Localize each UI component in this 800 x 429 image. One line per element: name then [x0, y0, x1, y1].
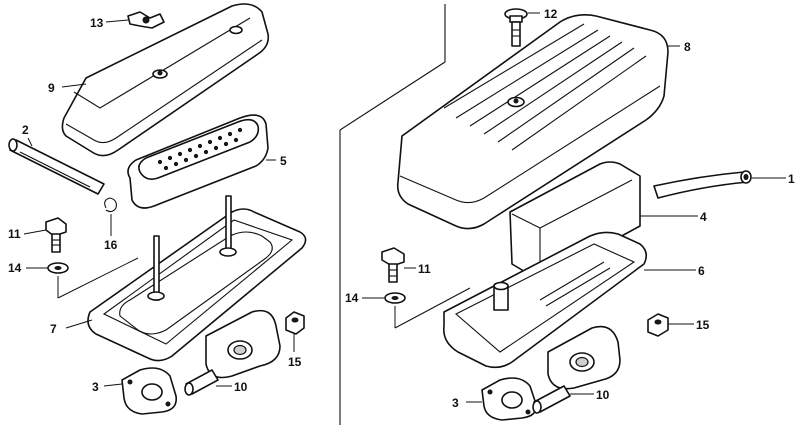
nut-15	[285, 311, 305, 335]
callout-13: 13	[90, 16, 104, 30]
air-cleaner-case-7	[87, 195, 307, 379]
callout-11-right: 11	[418, 262, 431, 276]
callout-14-left: 14	[8, 261, 22, 275]
air-cleaner-case-6	[442, 231, 648, 390]
callout-11-left: 11	[8, 227, 21, 241]
right-assembly: 12 8 1 4 11 6 14 15 3 10	[345, 7, 795, 421]
cover-ribs	[443, 23, 647, 151]
tube-2	[8, 138, 105, 195]
callout-12: 12	[544, 7, 558, 21]
callout-1: 1	[788, 172, 795, 186]
breather-tube-1	[653, 170, 752, 199]
callout-4: 4	[700, 210, 707, 224]
screw-12	[504, 8, 528, 47]
callout-5: 5	[280, 154, 287, 168]
air-cleaner-cover-9	[61, 3, 270, 157]
callout-15-left: 15	[288, 355, 302, 369]
clip-16	[104, 197, 117, 213]
callout-8: 8	[684, 40, 691, 54]
callout-10-right: 10	[596, 388, 610, 402]
callout-9: 9	[48, 81, 55, 95]
callout-2: 2	[22, 123, 29, 137]
washer-14	[47, 262, 69, 274]
bolt-11	[45, 217, 67, 253]
callout-7: 7	[50, 322, 57, 336]
nut-15-right	[647, 313, 669, 337]
air-filter-element-5	[127, 114, 269, 209]
gasket-3	[121, 367, 178, 415]
assembly-divider	[339, 4, 446, 425]
right-callouts: 12 8 1 4 11 6 14 15 3 10	[345, 7, 795, 410]
callout-15-right: 15	[696, 318, 710, 332]
pipe-10	[184, 369, 219, 396]
washer-14-right	[384, 292, 406, 304]
pipe-10-right	[532, 385, 571, 414]
air-cleaner-cover-8	[396, 14, 669, 230]
wing-nut-13	[127, 11, 165, 29]
callout-16: 16	[104, 238, 118, 252]
left-assembly: 13 9 2 5 11 16 14 7 15 3 10	[8, 3, 307, 415]
callout-6: 6	[698, 264, 705, 278]
callout-3-right: 3	[452, 396, 459, 410]
callout-10-left: 10	[234, 380, 248, 394]
left-callouts: 13 9 2 5 11 16 14 7 15 3 10	[8, 16, 302, 394]
gasket-3-right	[481, 377, 538, 421]
callout-14-right: 14	[345, 291, 359, 305]
filter-perforation-pattern	[157, 127, 243, 171]
bolt-11-right	[381, 247, 405, 283]
callout-3-left: 3	[92, 380, 99, 394]
